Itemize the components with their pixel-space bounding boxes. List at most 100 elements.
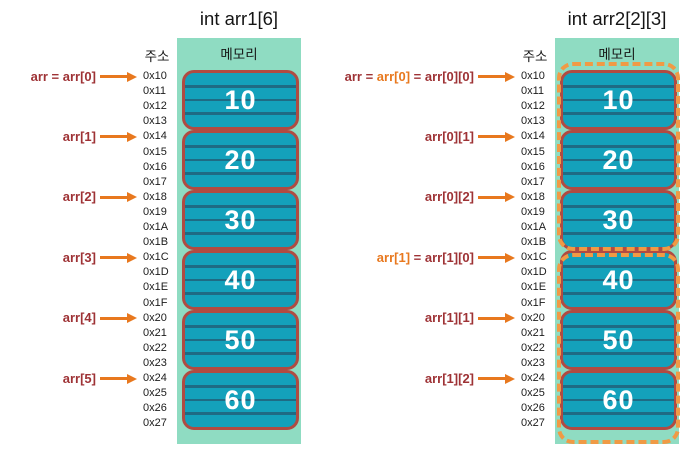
address-0x1c: 0x1C <box>521 251 547 264</box>
memory-cell-10: 10 <box>182 70 299 130</box>
address-0x14: 0x14 <box>521 130 545 143</box>
address-0x12: 0x12 <box>521 100 545 113</box>
address-0x23: 0x23 <box>521 356 545 369</box>
address-0x1f: 0x1F <box>521 296 546 309</box>
pointer-label-arr2-row0: arr = arr[0] = arr[0][0] <box>345 68 474 86</box>
address-0x1b: 0x1B <box>143 236 169 249</box>
byte-divider-line <box>563 145 674 148</box>
arrow-head <box>505 131 515 142</box>
pointer-label-arr1-row0: arr = arr[0] <box>31 68 96 86</box>
arrow-shaft <box>478 195 505 199</box>
arrow-head <box>505 373 515 384</box>
address-0x1d: 0x1D <box>143 266 169 279</box>
address-0x19: 0x19 <box>521 205 545 218</box>
memory-cell-60: 60 <box>560 370 677 430</box>
byte-divider-line <box>185 218 296 222</box>
address-0x1f: 0x1F <box>143 296 168 309</box>
panel-title: int arr1[6] <box>199 8 279 29</box>
label-segment: arr = arr[0] <box>30 68 96 84</box>
address-0x25: 0x25 <box>521 387 545 400</box>
byte-divider-line <box>563 398 674 402</box>
label-segment: arr[1] <box>62 128 96 144</box>
cell-value: 30 <box>224 204 257 235</box>
address-0x18: 0x18 <box>521 190 545 203</box>
label-segment: arr[0] <box>376 68 411 84</box>
arrow-head <box>127 313 137 324</box>
pointer-label-arr1-row8: arr[2] <box>63 188 96 206</box>
address-0x11: 0x11 <box>143 85 167 98</box>
byte-divider-line <box>563 292 674 295</box>
right-arrow-icon <box>478 252 515 263</box>
memory-header: 메모리 <box>598 47 636 62</box>
byte-divider-line <box>185 172 296 175</box>
memory-cell-50: 50 <box>182 310 299 370</box>
address-0x18: 0x18 <box>143 190 167 203</box>
label-segment: arr[0][1] <box>424 128 474 144</box>
memory-cell-20: 20 <box>560 130 677 190</box>
label-segment: arr[5] <box>62 370 96 386</box>
memory-cell-20: 20 <box>182 130 299 190</box>
arrow-head <box>127 373 137 384</box>
pointer-label-arr2-row8: arr[0][2] <box>425 188 474 206</box>
address-0x1e: 0x1E <box>143 281 169 294</box>
pointer-label-arr2-row12: arr[1] = arr[1][0] <box>377 249 474 267</box>
right-arrow-icon <box>100 131 137 142</box>
byte-divider-line <box>563 278 674 282</box>
arr[1]-row-outline <box>557 253 680 444</box>
byte-divider-line <box>563 352 674 355</box>
pointer-label-arr1-row20: arr[5] <box>63 370 96 388</box>
address-0x1c: 0x1C <box>143 251 169 264</box>
address-0x22: 0x22 <box>143 341 167 354</box>
pointer-label-arr1-row16: arr[4] <box>63 309 96 327</box>
cell-value: 30 <box>602 204 635 235</box>
right-arrow-icon <box>100 71 137 82</box>
cell-value: 40 <box>602 264 635 295</box>
address-0x20: 0x20 <box>143 311 167 324</box>
arrow-shaft <box>478 135 505 139</box>
arrow-shaft <box>100 135 127 139</box>
cell-value: 20 <box>224 144 257 175</box>
address-0x19: 0x19 <box>143 205 167 218</box>
byte-divider-line <box>185 325 296 328</box>
right-arrow-icon <box>100 313 137 324</box>
address-0x23: 0x23 <box>143 356 167 369</box>
arrow-shaft <box>478 316 505 320</box>
right-arrow-icon <box>478 313 515 324</box>
address-0x1a: 0x1A <box>521 221 547 233</box>
cell-value: 60 <box>224 384 257 415</box>
cell-value: 60 <box>602 384 635 415</box>
right-arrow-icon <box>100 192 137 203</box>
pointer-label-arr2-row20: arr[1][2] <box>425 370 474 388</box>
byte-divider-line <box>563 85 674 88</box>
label-segment: arr[1] <box>376 249 411 265</box>
byte-divider-line <box>563 385 674 388</box>
label-segment: = arr[0][0] <box>410 68 474 84</box>
pointer-label-arr1-row4: arr[1] <box>63 128 96 146</box>
label-segment: = arr[1][0] <box>410 249 474 265</box>
byte-divider-line <box>563 338 674 342</box>
address-0x26: 0x26 <box>521 402 545 415</box>
pointer-labels: arr = arr[0] = arr[0][0] arr[0][1] arr[0][… <box>345 0 688 458</box>
address-0x20: 0x20 <box>521 311 545 324</box>
byte-divider-line <box>185 412 296 415</box>
cell-value: 50 <box>602 324 635 355</box>
address-0x1d: 0x1D <box>521 266 547 279</box>
address-0x12: 0x12 <box>143 100 167 113</box>
byte-divider-line <box>563 412 674 415</box>
address-header: 주소 <box>144 49 170 64</box>
arrow-shaft <box>478 256 505 260</box>
address-0x11: 0x11 <box>521 85 545 98</box>
arrow-head <box>505 71 515 82</box>
pointer-labels: arr = arr[0]arr[1]arr[2]arr[3]arr[4]arr[… <box>0 0 310 458</box>
address-0x13: 0x13 <box>521 115 545 128</box>
right-arrow-icon <box>478 373 515 384</box>
cell-value: 20 <box>602 144 635 175</box>
byte-divider-line <box>185 265 296 268</box>
cell-value: 50 <box>224 324 257 355</box>
byte-divider-line <box>563 218 674 222</box>
byte-divider-line <box>185 352 296 355</box>
pointer-label-arr2-row16: arr[1][1] <box>425 309 474 327</box>
